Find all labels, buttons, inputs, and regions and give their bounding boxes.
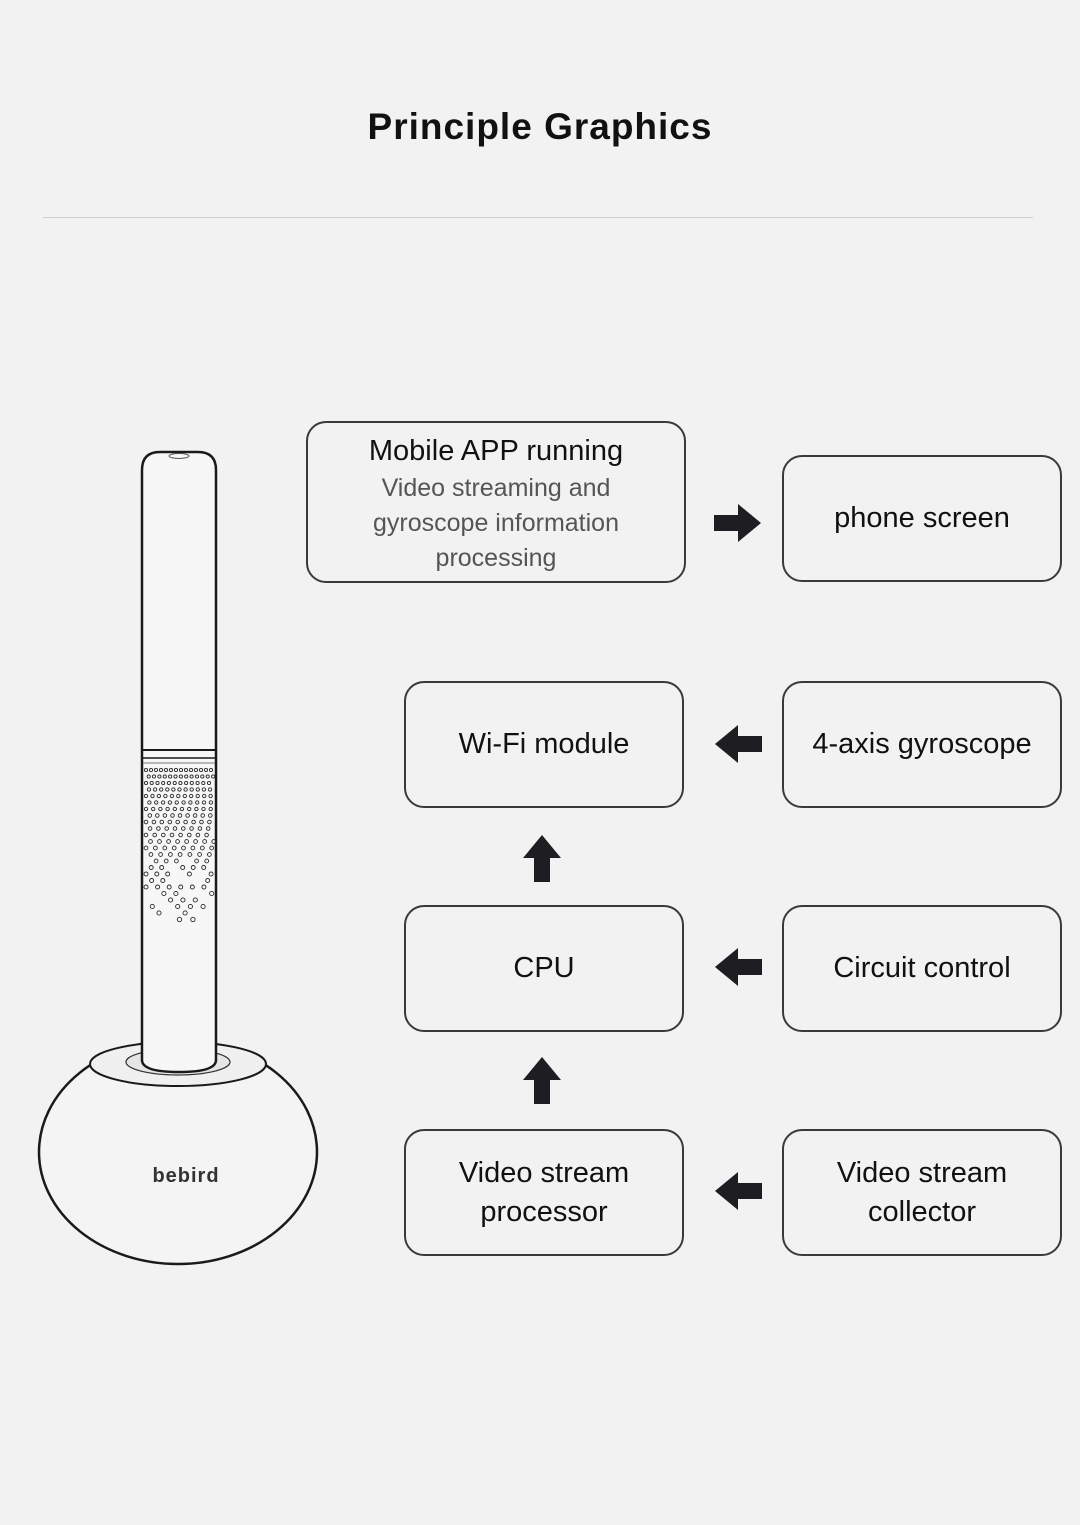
arrow-up-icon [523, 1056, 561, 1104]
arrow-right-icon [714, 504, 762, 542]
node-cpu: CPU [404, 905, 684, 1032]
node-circuit-control-label: Circuit control [825, 949, 1018, 988]
title-divider [43, 217, 1033, 218]
node-video-collector-label: Video stream collector [799, 1154, 1045, 1232]
node-mobile-app: Mobile APP running Video streaming and g… [306, 421, 686, 583]
arrow-up-icon [523, 834, 561, 882]
arrow-left-icon [714, 948, 762, 986]
node-wifi-module-label: Wi-Fi module [451, 725, 638, 764]
arrow-left-icon [714, 725, 762, 763]
otoscope-device-illustration [30, 440, 330, 1280]
node-video-processor-label: Video stream processor [421, 1154, 667, 1232]
node-video-processor: Video stream processor [404, 1129, 684, 1256]
node-gyroscope-label: 4-axis gyroscope [804, 725, 1039, 764]
device-base [39, 1040, 317, 1264]
node-cpu-label: CPU [505, 949, 582, 988]
device-brand-logo: bebird [126, 1165, 246, 1188]
node-circuit-control: Circuit control [782, 905, 1062, 1032]
node-mobile-app-title: Mobile APP running [369, 433, 623, 469]
page-title: Principle Graphics [0, 106, 1080, 148]
device-stick [142, 452, 216, 1072]
node-video-collector: Video stream collector [782, 1129, 1062, 1256]
arrow-left-icon [714, 1172, 762, 1210]
node-phone-screen-label: phone screen [826, 499, 1018, 538]
node-gyroscope: 4-axis gyroscope [782, 681, 1062, 808]
node-phone-screen: phone screen [782, 455, 1062, 582]
node-mobile-app-subtitle: Video streaming and gyroscope informatio… [326, 471, 666, 576]
node-wifi-module: Wi-Fi module [404, 681, 684, 808]
